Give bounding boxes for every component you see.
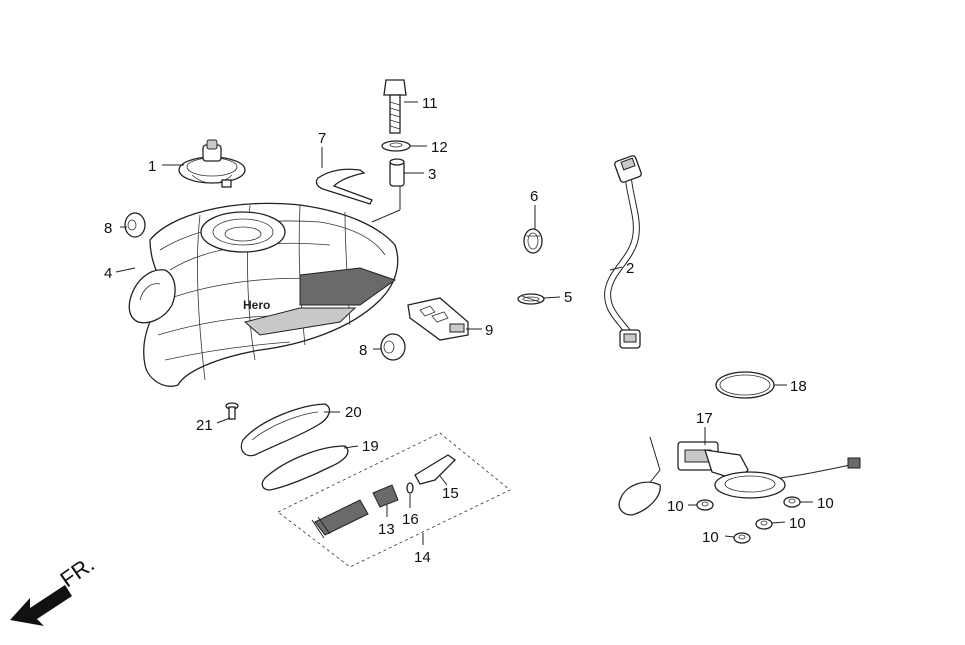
cover-gasket <box>261 445 349 491</box>
front-direction-arrow: FR. <box>10 551 99 626</box>
fuel-pump-assembly <box>618 436 861 516</box>
callout-21: 21 <box>196 417 213 434</box>
rubber-cushion <box>124 212 146 238</box>
callout-8: 8 <box>359 342 367 359</box>
screw <box>225 402 239 420</box>
flange-nut <box>783 496 801 508</box>
callout-7: 7 <box>318 130 326 147</box>
callout-17: 17 <box>696 410 713 427</box>
hero-logo: Hero <box>243 298 270 312</box>
callout-18: 18 <box>790 378 807 395</box>
callout-15: 15 <box>442 485 459 502</box>
callout-19: 19 <box>362 438 379 455</box>
hose-clip <box>523 228 543 254</box>
callout-5: 5 <box>564 289 572 306</box>
flange-nut <box>696 499 714 511</box>
callout-13: 13 <box>378 521 395 538</box>
flange-nut <box>755 518 773 530</box>
washer <box>381 140 411 152</box>
pump-cover <box>240 403 331 457</box>
callout-10: 10 <box>817 495 834 512</box>
callout-6: 6 <box>530 188 538 205</box>
wiring-harness-kit <box>277 432 511 568</box>
callout-2: 2 <box>626 260 634 277</box>
callout-3: 3 <box>428 166 436 183</box>
collar <box>389 158 405 187</box>
fuel-tank: Hero <box>128 202 399 387</box>
pump-gasket <box>715 371 775 399</box>
leader-lines <box>115 101 813 545</box>
callout-9: 9 <box>485 322 493 339</box>
callout-10: 10 <box>789 515 806 532</box>
hose-clip <box>517 293 545 305</box>
callout-11: 11 <box>422 95 438 112</box>
callout-10: 10 <box>667 498 684 515</box>
callout-8: 8 <box>104 220 112 237</box>
sensor-module <box>407 297 469 341</box>
front-label: FR. <box>56 551 99 592</box>
callout-20: 20 <box>345 404 362 421</box>
callout-16: 16 <box>402 511 419 528</box>
callout-10: 10 <box>702 529 719 546</box>
callout-numbers: 1 2 3 4 5 6 7 8 8 9 10 10 10 10 11 12 13… <box>104 95 834 566</box>
fuel-cap <box>178 139 246 188</box>
callout-4: 4 <box>104 265 112 282</box>
rubber-cushion <box>380 333 406 361</box>
callout-1: 1 <box>148 158 156 175</box>
bracket <box>315 168 373 205</box>
callout-12: 12 <box>431 139 448 156</box>
flange-nut <box>733 532 751 544</box>
bolt <box>383 79 407 134</box>
callout-14: 14 <box>414 549 431 566</box>
fuel-hose <box>604 155 642 349</box>
